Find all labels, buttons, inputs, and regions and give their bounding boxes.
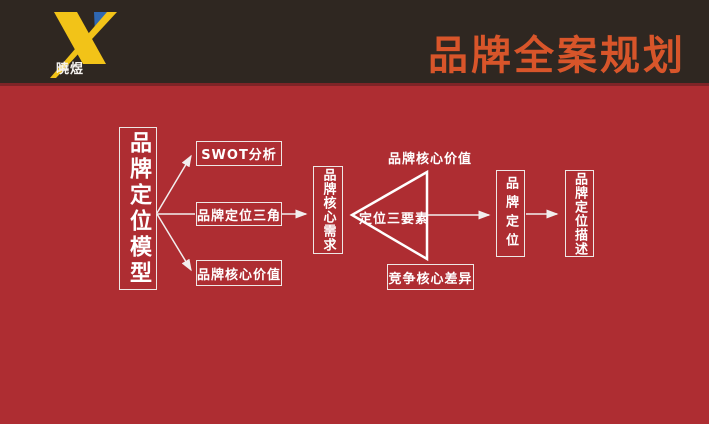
logo-x-icon xyxy=(50,12,117,78)
box-brand-positioning: 品牌定位 xyxy=(496,170,525,257)
logo-text: 曉煜 xyxy=(56,62,85,77)
branch-box-swot: SWOT分析 xyxy=(196,141,282,166)
header-divider xyxy=(0,83,709,86)
branch-box-core-value: 品牌核心价值 xyxy=(196,260,282,286)
arrow-root-to-swot xyxy=(156,154,192,214)
arrow-root-to-corevalue xyxy=(156,213,192,272)
need-box-brand-core-demand: 品牌核心需求 xyxy=(313,166,343,254)
root-box-brand-positioning-model: 品牌定位模型 xyxy=(119,127,157,290)
box-competition-core-difference: 竞争核心差异 xyxy=(387,264,474,290)
box-brand-positioning-description: 品牌定位描述 xyxy=(565,170,594,257)
page-title: 品牌全案规划 xyxy=(428,33,686,79)
label-brand-core-value: 品牌核心价值 xyxy=(388,152,473,167)
branch-box-positioning-triangle: 品牌定位三角 xyxy=(196,202,282,226)
label-positioning-three-elements: 定位三要素 xyxy=(359,212,430,227)
header-bar: 曉煜 品牌全案规划 xyxy=(0,0,709,83)
logo: 曉煜 xyxy=(44,6,120,82)
